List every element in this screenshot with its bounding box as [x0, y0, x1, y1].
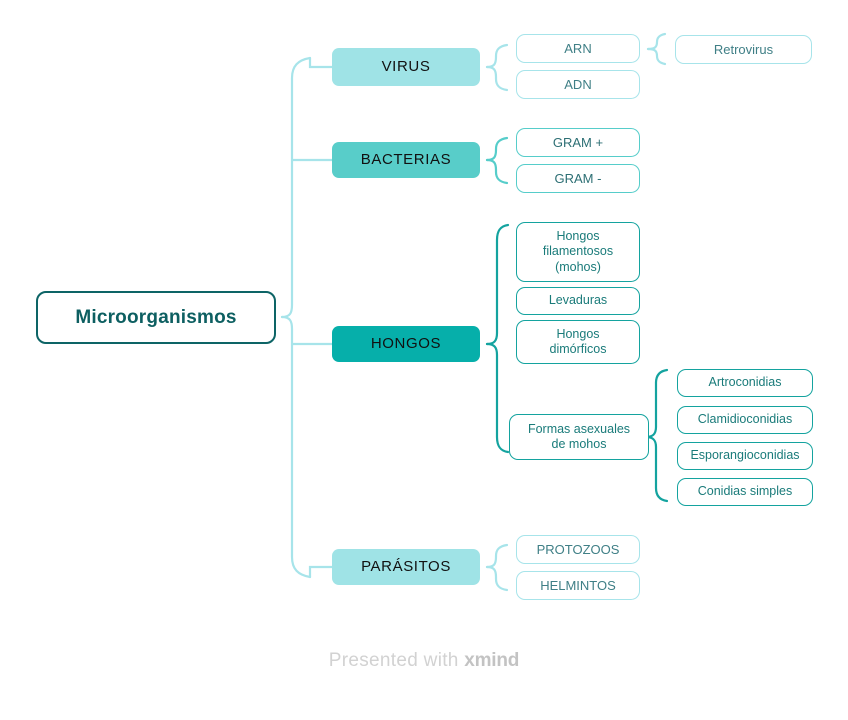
bracket-bacterias	[485, 136, 509, 162]
node-parasitos[interactable]: PARÁSITOS	[332, 549, 480, 585]
bracket-hongos	[485, 223, 510, 346]
node-formas-asexuales[interactable]: Formas asexuales de mohos	[509, 414, 649, 460]
bracket-virus-lower	[485, 65, 509, 92]
node-helmintos[interactable]: HELMINTOS	[516, 571, 640, 600]
node-virus[interactable]: VIRUS	[332, 48, 480, 86]
node-microorganismos[interactable]: Microorganismos	[36, 291, 276, 344]
node-esporangioconidias[interactable]: Esporangioconidias	[677, 442, 813, 470]
bracket-parasitos	[485, 543, 509, 569]
bracket-arn-lower	[646, 47, 667, 66]
node-hongos-filamentosos[interactable]: Hongos filamentosos (mohos)	[516, 222, 640, 282]
node-clamidioconidias[interactable]: Clamidioconidias	[677, 406, 813, 434]
node-retrovirus[interactable]: Retrovirus	[675, 35, 812, 64]
node-levaduras[interactable]: Levaduras	[516, 287, 640, 315]
connector-root-virus	[308, 56, 334, 69]
xmind-logo: xmind	[464, 650, 520, 671]
node-conidias-simples[interactable]: Conidias simples	[677, 478, 813, 506]
node-bacterias[interactable]: BACTERIAS	[332, 142, 480, 178]
bracket-virus	[485, 43, 509, 69]
bracket-parasitos-lower	[485, 565, 509, 592]
node-hongos-dimorficos[interactable]: Hongos dimórficos	[516, 320, 640, 364]
bracket-root-lower	[280, 315, 312, 579]
connector-root-parasitos	[308, 565, 334, 579]
bracket-formas-asexuales-lower	[644, 435, 669, 503]
node-arn[interactable]: ARN	[516, 34, 640, 63]
bracket-root	[280, 56, 312, 319]
bracket-hongos-lower	[485, 342, 510, 454]
bracket-bacterias-lower	[485, 158, 509, 185]
node-protozoos[interactable]: PROTOZOOS	[516, 535, 640, 564]
node-gram-menos[interactable]: GRAM -	[516, 164, 640, 193]
footer-prefix: Presented with	[328, 650, 465, 671]
footer-watermark: Presented with xmind	[0, 650, 848, 672]
bracket-arn	[646, 32, 667, 51]
node-adn[interactable]: ADN	[516, 70, 640, 99]
node-hongos[interactable]: HONGOS	[332, 326, 480, 362]
bracket-formas-asexuales	[644, 368, 669, 439]
node-artroconidias[interactable]: Artroconidias	[677, 369, 813, 397]
node-gram-mas[interactable]: GRAM +	[516, 128, 640, 157]
